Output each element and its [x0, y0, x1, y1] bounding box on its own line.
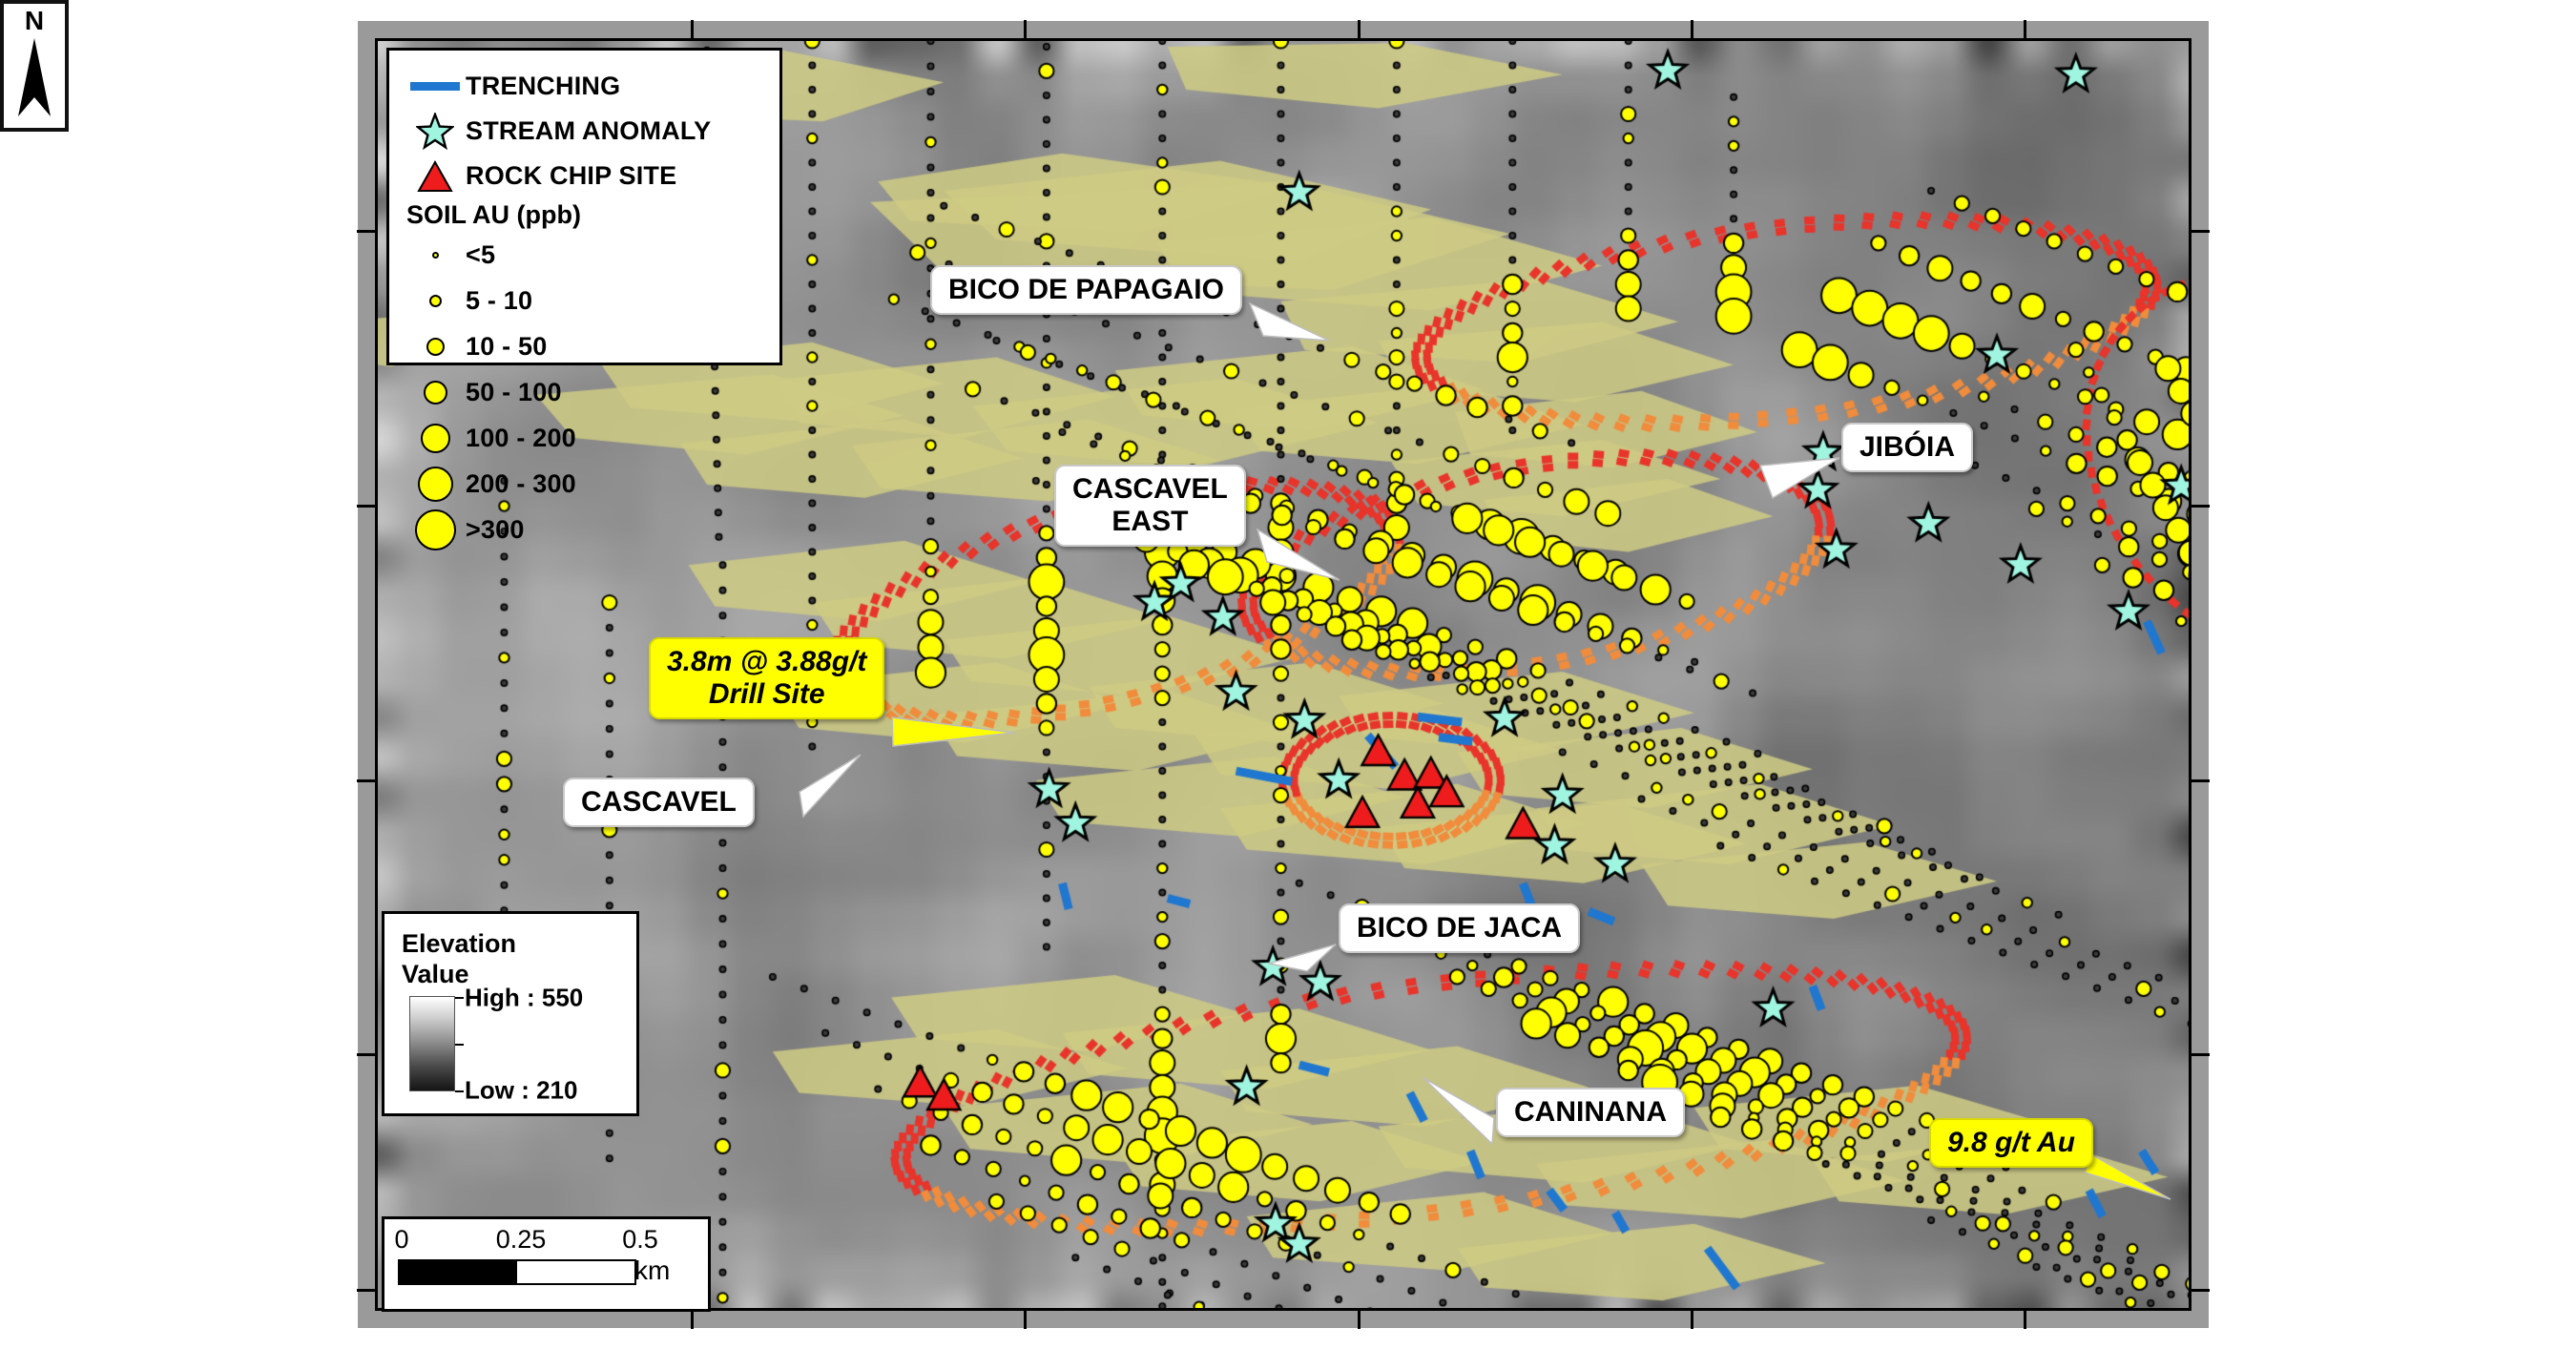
soil-dot-icon: [405, 380, 466, 405]
graticule-tick: [2024, 1308, 2026, 1329]
callout-jiboia[interactable]: JIBÓIA: [1841, 423, 1974, 472]
legend-soil-class: 100 - 200: [405, 415, 764, 461]
legend-soil-class-label: >300: [466, 514, 525, 544]
legend-item-trenching: TRENCHING: [405, 64, 764, 109]
graticule-tick: [2189, 1288, 2210, 1292]
ramp-tick-mid: [455, 1043, 464, 1046]
graticule-tick: [691, 20, 695, 41]
callout-bico-de-papagaio[interactable]: BICO DE PAPAGAIO: [930, 265, 1242, 315]
graticule-tick: [2189, 1053, 2210, 1057]
scalebar-unit: km: [634, 1256, 671, 1285]
soil-dot-icon: [405, 423, 466, 453]
callout-text-line: CASCAVEL: [1072, 473, 1228, 505]
graticule-tick: [1357, 1308, 1361, 1329]
legend-label-trenching: TRENCHING: [466, 72, 621, 100]
soil-dot-icon: [405, 337, 466, 356]
callout-leader: [891, 716, 1015, 747]
callout-leader: [1268, 944, 1337, 972]
legend-soil-classes: <5 5 - 10 10 - 50 50 - 100 100 - 200 200 - 30…: [405, 232, 764, 552]
soil-dot-icon: [405, 466, 466, 502]
north-arrow-label: N: [24, 6, 45, 35]
graticule-tick: [1024, 1308, 1028, 1329]
callout-leader: [1758, 457, 1840, 500]
scalebar-tick-labels: 0 0.25 0.5: [394, 1225, 695, 1259]
graticule-tick: [357, 1053, 378, 1057]
scalebar-graphic: [398, 1259, 636, 1285]
star-icon: [405, 112, 466, 151]
graticule-tick: [691, 1308, 695, 1329]
legend-label-stream-anomaly: STREAM ANOMALY: [466, 116, 712, 145]
callout-leader: [1423, 1077, 1495, 1146]
legend-soil-class: 50 - 100: [405, 369, 764, 415]
graticule-tick: [1357, 20, 1361, 41]
soil-dot-icon: [405, 294, 466, 307]
callout-text-line: BICO DE JACA: [1357, 912, 1563, 944]
callout-text-line: CANINANA: [1514, 1096, 1667, 1128]
callout-text-line: Drill Site: [708, 677, 825, 710]
legend-soil-class-label: <5: [466, 239, 496, 269]
triangle-icon: [405, 159, 466, 194]
elevation-low-label: Low : 210: [465, 1075, 578, 1105]
callout-text-line: BICO DE PAPAGAIO: [948, 274, 1224, 305]
callout-text-line: CASCAVEL: [581, 786, 737, 818]
legend-soil-class: 5 - 10: [405, 278, 764, 323]
scalebar-tick: 0.25: [495, 1225, 547, 1254]
graticule-tick: [2024, 20, 2026, 41]
trench-line-icon: [405, 82, 466, 91]
callout-rock-chip-grade[interactable]: 9.8 g/t Au: [1929, 1118, 2093, 1168]
legend-soil-title: SOIL AU (ppb): [406, 200, 581, 229]
north-arrow-icon: [18, 38, 51, 116]
legend-soil-class: <5: [405, 232, 764, 278]
graticule-tick: [357, 504, 378, 508]
legend-soil-class-label: 200 - 300: [466, 468, 576, 498]
graticule-tick: [2189, 504, 2210, 508]
graticule-tick: [2189, 230, 2210, 234]
legend-soil-class: >300: [405, 507, 764, 552]
ramp-tick-low: [455, 1090, 464, 1092]
scalebar-tick: 0: [394, 1225, 409, 1254]
legend-panel: TRENCHING STREAM ANOMALY ROCK CHIP SITE …: [386, 48, 782, 550]
callout-leader: [1248, 301, 1330, 342]
graticule-tick: [1024, 20, 1028, 41]
graticule-tick: [357, 778, 378, 782]
scalebar-tick: 0.5: [622, 1225, 658, 1254]
callout-text-line: EAST: [1111, 505, 1189, 537]
soil-dot-icon: [405, 508, 466, 550]
elevation-high-label: High : 550: [465, 983, 584, 1012]
scalebar-panel: 0 0.25 0.5 km: [382, 1216, 711, 1312]
callout-leader: [1256, 528, 1340, 581]
legend-soil-class: 200 - 300: [405, 461, 764, 507]
graticule-tick: [2189, 778, 2210, 782]
callout-cascavel[interactable]: CASCAVEL: [563, 778, 755, 827]
legend-item-stream-anomaly: STREAM ANOMALY: [405, 109, 764, 154]
legend-soil-class-label: 100 - 200: [466, 423, 576, 452]
callout-leader: [799, 754, 862, 819]
legend-item-rock-chip: ROCK CHIP SITE: [405, 154, 764, 198]
elevation-color-ramp: [409, 995, 455, 1091]
callout-text-line: 3.8m @ 3.88g/t: [667, 646, 867, 677]
legend-soil-class-label: 5 - 10: [466, 285, 533, 315]
graticule-tick: [1690, 20, 1693, 41]
graticule-tick: [1690, 1308, 1693, 1329]
callout-bico-de-jaca[interactable]: BICO DE JACA: [1339, 903, 1581, 953]
elevation-legend-panel: Elevation Value High : 550 Low : 210: [382, 911, 639, 1116]
graticule-tick: [357, 1288, 378, 1292]
elevation-subtitle: Value: [402, 959, 469, 988]
north-arrow: N: [0, 0, 69, 132]
callout-caninana[interactable]: CANINANA: [1496, 1088, 1685, 1137]
callout-text-line: JIBÓIA: [1859, 431, 1956, 463]
legend-soil-class: 10 - 50: [405, 323, 764, 369]
graticule-tick: [357, 230, 378, 234]
legend-label-rock-chip: ROCK CHIP SITE: [466, 161, 677, 190]
callout-text-line: 9.8 g/t Au: [1947, 1127, 2075, 1158]
soil-dot-icon: [405, 251, 466, 259]
callout-leader: [2084, 1152, 2171, 1200]
elevation-title: Elevation: [402, 929, 517, 958]
legend-soil-class-label: 50 - 100: [466, 377, 562, 406]
legend-soil-class-label: 10 - 50: [466, 331, 548, 361]
ramp-tick-high: [455, 996, 464, 999]
